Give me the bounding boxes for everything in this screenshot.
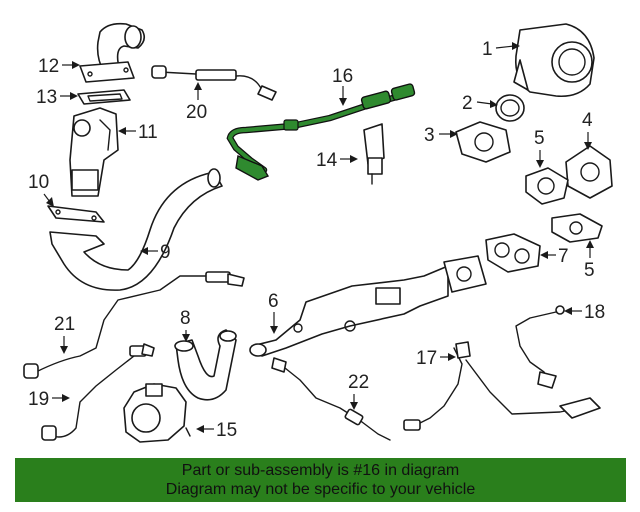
callout-14: 14 [316, 150, 358, 171]
callout-1: 1 [482, 39, 520, 60]
callout-6: 6 [268, 291, 279, 334]
callout-2-label: 2 [462, 93, 473, 114]
callout-14-label: 14 [316, 150, 338, 171]
callout-10: 10 [28, 172, 54, 207]
callout-5-lower-label: 5 [584, 260, 595, 281]
part-2-o-ring[interactable] [495, 94, 525, 122]
callout-22: 22 [348, 372, 369, 410]
callout-20-label: 20 [186, 102, 207, 123]
banner-line-1: Part or sub-assembly is #16 in diagram [181, 462, 460, 479]
part-12-elbow-tube[interactable] [79, 22, 146, 83]
callout-1-label: 1 [482, 39, 493, 60]
callout-18: 18 [564, 302, 605, 323]
callout-4: 4 [582, 110, 593, 150]
part-13-gasket[interactable] [77, 89, 131, 105]
part-11-valve[interactable] [69, 107, 119, 197]
parts-diagram: 1 2 3 4 5 5 6 7 8 9 10 11 [23, 22, 613, 443]
callout-8: 8 [180, 308, 191, 342]
callout-3-label: 3 [424, 125, 435, 146]
part-9-pipe[interactable] [49, 168, 223, 291]
callout-7-label: 7 [558, 246, 569, 267]
callout-9-label: 9 [160, 242, 171, 263]
part-5-gasket-upper[interactable] [525, 167, 569, 205]
part-16-oxygen-sensor[interactable] [226, 83, 416, 181]
callout-5-lower: 5 [584, 240, 595, 281]
banner-line-2: Diagram may not be specific to your vehi… [165, 481, 476, 498]
callout-12-label: 12 [38, 56, 59, 77]
part-14-sensor[interactable] [363, 123, 385, 185]
callout-8-label: 8 [180, 308, 191, 329]
part-17-sensor[interactable] [403, 341, 601, 431]
callout-21: 21 [54, 314, 75, 354]
callout-16-label: 16 [332, 66, 353, 87]
callout-11: 11 [118, 122, 158, 143]
callout-11-label: 11 [138, 122, 158, 143]
part-20-sensor[interactable] [151, 65, 277, 101]
callout-5-upper: 5 [534, 128, 545, 168]
callout-9: 9 [140, 242, 171, 263]
callout-4-label: 4 [582, 110, 593, 131]
part-10-gasket[interactable] [47, 205, 105, 223]
callout-5-upper-label: 5 [534, 128, 545, 149]
part-6-exhaust-pipe[interactable] [249, 255, 487, 357]
part-22-sensor[interactable] [271, 357, 391, 441]
part-18-sensor[interactable] [515, 305, 565, 389]
callout-20: 20 [186, 82, 207, 123]
part-7-gasket[interactable] [485, 233, 541, 273]
part-19-sensor[interactable] [41, 343, 155, 441]
callout-19: 19 [28, 389, 70, 410]
callout-12: 12 [38, 56, 80, 77]
callout-13-label: 13 [36, 87, 57, 108]
callout-7: 7 [540, 246, 569, 267]
callout-10-label: 10 [28, 172, 49, 193]
callout-13: 13 [36, 87, 78, 108]
callout-19-label: 19 [28, 389, 49, 410]
callout-21-label: 21 [54, 314, 75, 335]
callout-6-label: 6 [268, 291, 279, 312]
part-8-hose[interactable] [174, 329, 237, 401]
callout-16: 16 [332, 66, 353, 106]
part-21-sensor[interactable] [23, 271, 245, 379]
callout-2: 2 [462, 93, 498, 114]
callout-15-label: 15 [216, 420, 237, 441]
part-5-gasket-lower[interactable] [551, 213, 603, 243]
part-info-banner: Part or sub-assembly is #16 in diagram D… [15, 458, 626, 502]
callout-17: 17 [416, 348, 456, 369]
part-3-gasket[interactable] [455, 121, 511, 163]
part-15-egr-valve[interactable] [123, 383, 191, 443]
callout-3: 3 [424, 125, 458, 146]
callout-15: 15 [196, 420, 237, 441]
callout-22-label: 22 [348, 372, 369, 393]
callout-17-label: 17 [416, 348, 437, 369]
callout-18-label: 18 [584, 302, 605, 323]
part-1-throttle-body[interactable] [513, 23, 595, 98]
part-4-flange[interactable] [565, 145, 613, 199]
